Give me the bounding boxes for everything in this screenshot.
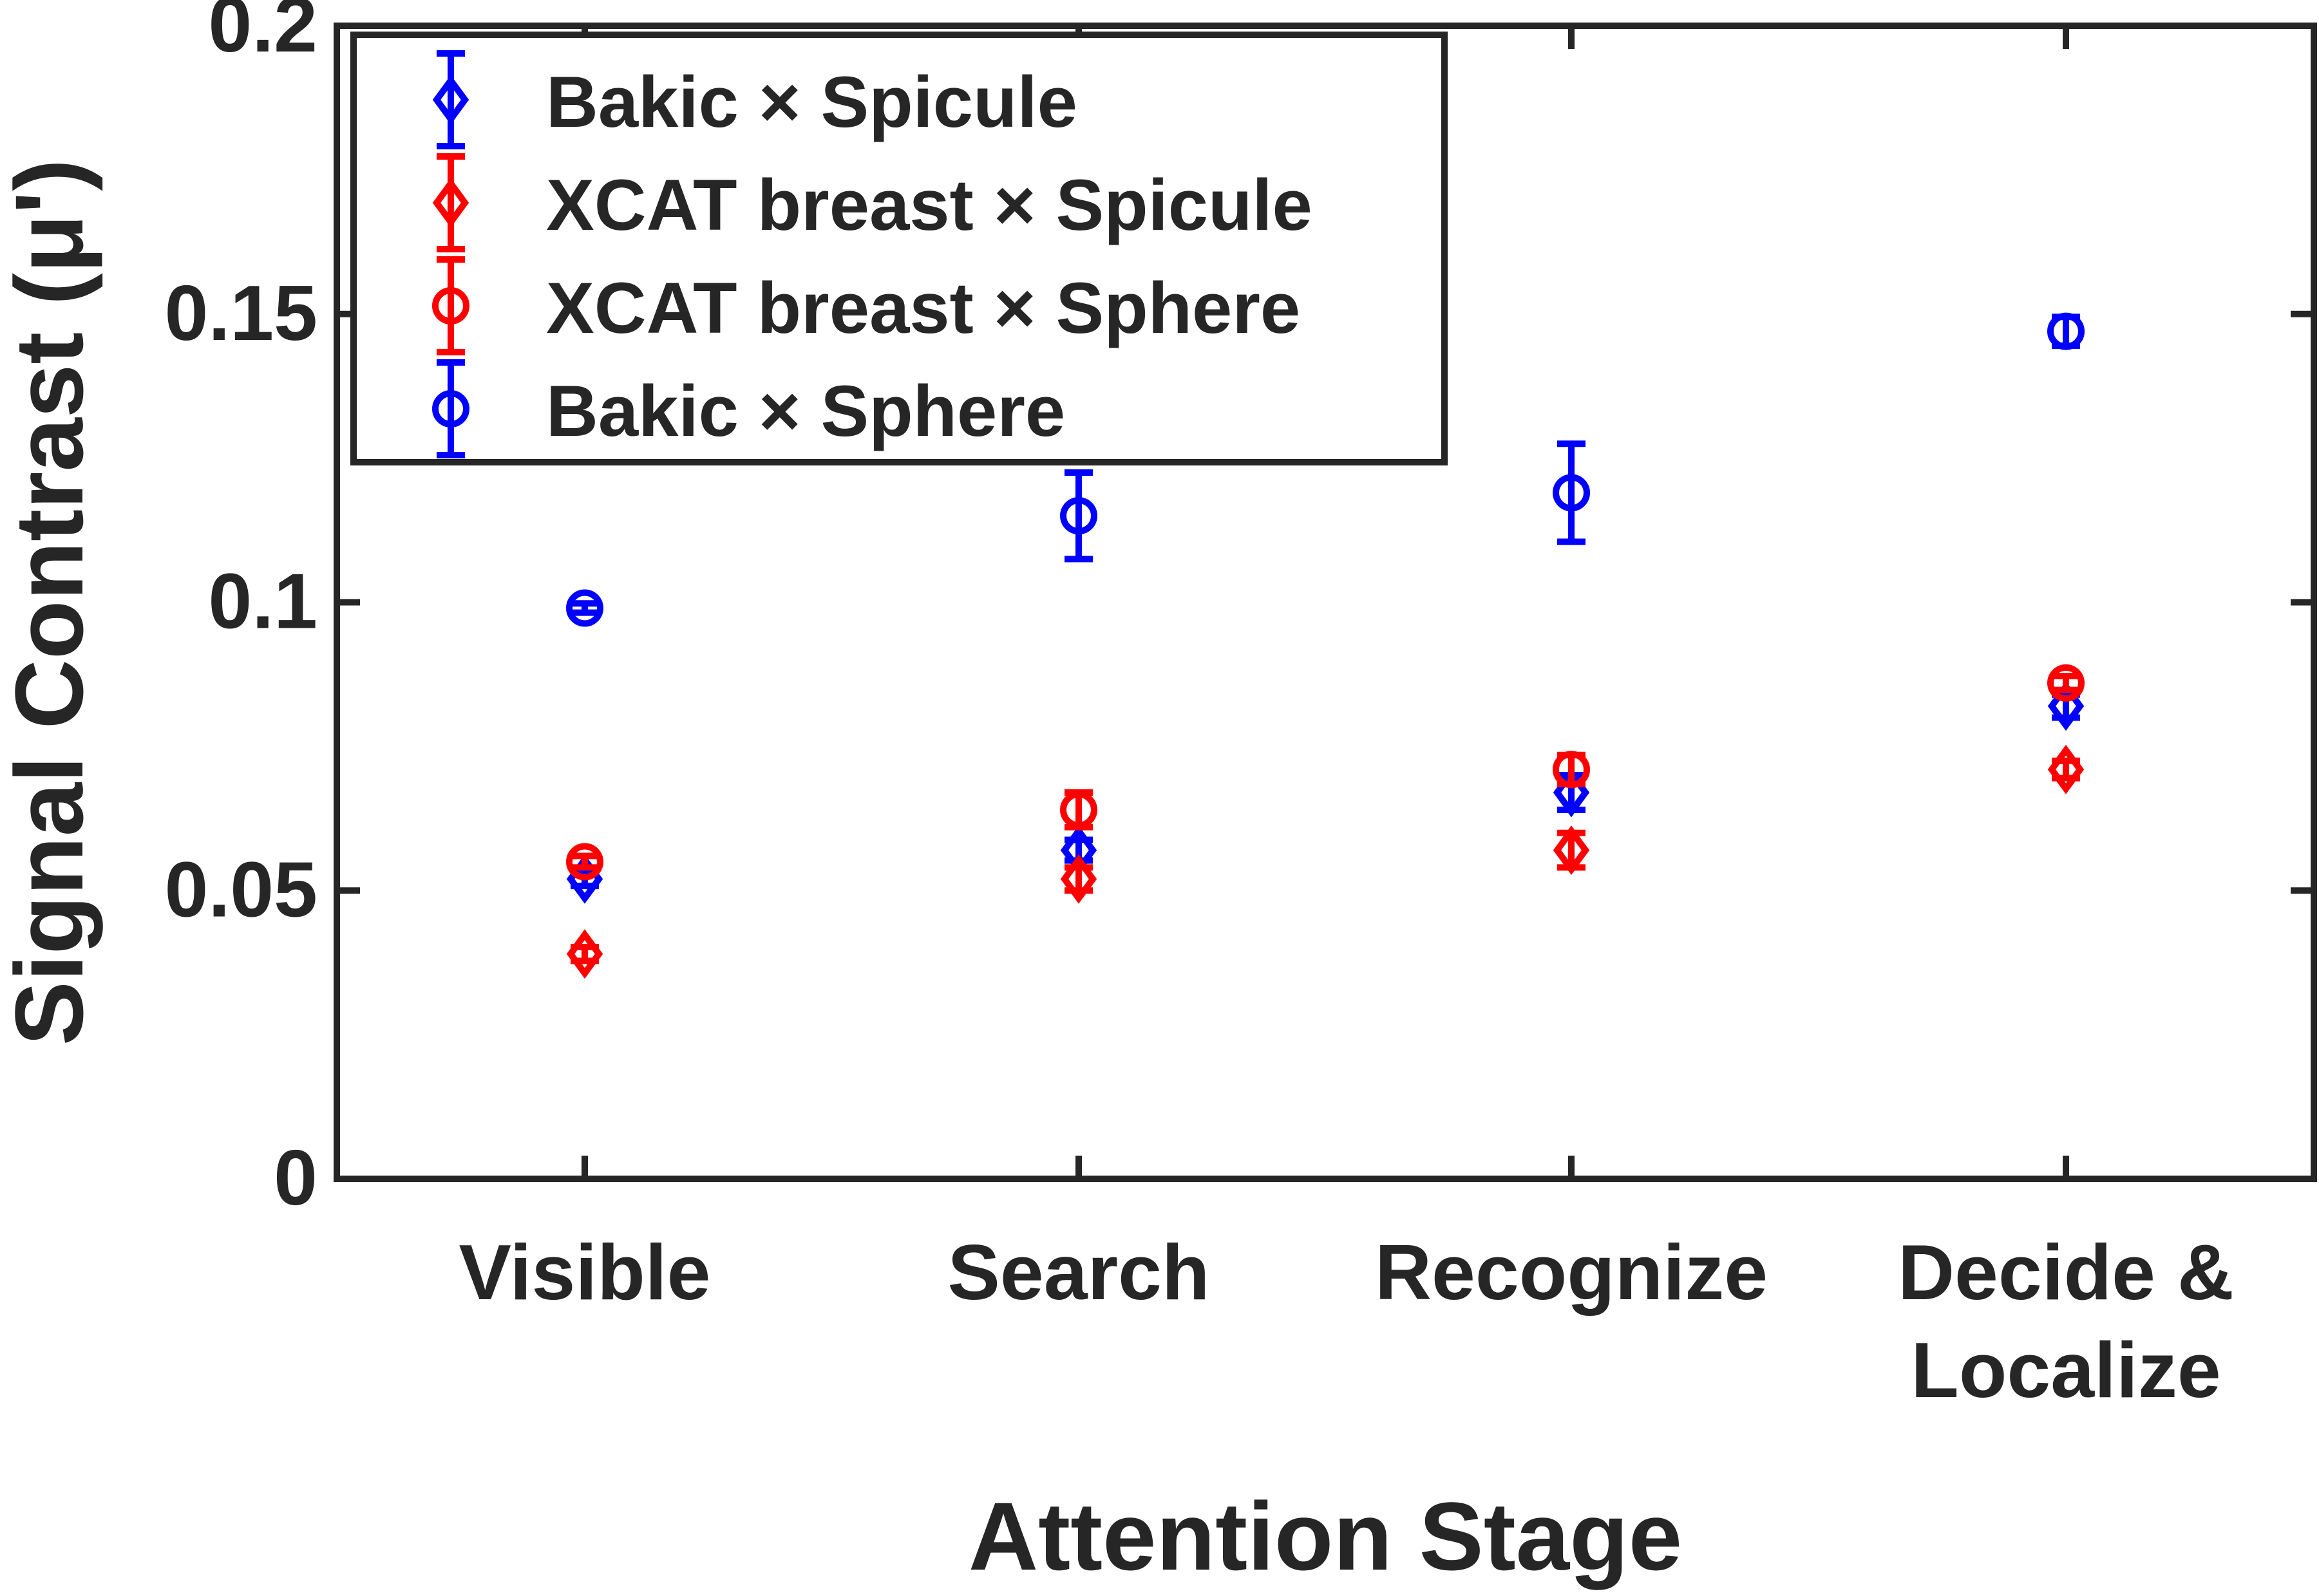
legend-label: Bakic × Spicule	[546, 62, 1077, 142]
error-bar	[1557, 829, 1585, 871]
data-point	[2047, 681, 2085, 731]
series-1	[566, 681, 2085, 904]
error-bar	[571, 852, 599, 871]
legend-entry: Bakic × Sphere	[432, 359, 1065, 458]
legend-error-bar	[437, 256, 465, 355]
x-tick-label-line: Localize	[1911, 1326, 2220, 1414]
error-bar	[571, 600, 599, 616]
data-point	[1553, 474, 1590, 512]
data-point	[1553, 751, 1590, 789]
x-tick-label-line: Search	[948, 1228, 1210, 1316]
legend-marker	[432, 75, 469, 125]
data-point	[2047, 744, 2085, 794]
x-axis-label: Attention Stage	[969, 1482, 1682, 1590]
x-tick-label: Visible	[459, 1228, 710, 1316]
legend-marker	[432, 178, 469, 228]
legend-entry: XCAT breast × Sphere	[432, 256, 1300, 355]
y-tick-label: 0.1	[208, 558, 317, 645]
data-point	[566, 843, 603, 881]
legend-label: Bakic × Sphere	[546, 371, 1065, 451]
x-tick-label: Search	[948, 1228, 1210, 1316]
series-4	[566, 312, 2085, 627]
x-tick-label: Recognize	[1375, 1228, 1768, 1316]
y-tick-label: 0.05	[165, 845, 317, 933]
x-tick-label-line: Decide &	[1898, 1228, 2234, 1316]
y-tick-label: 0	[274, 1134, 317, 1221]
data-point	[1060, 497, 1097, 535]
data-point	[1553, 825, 1590, 876]
y-tick-label: 0.15	[165, 269, 317, 357]
y-tick-label: 0.2	[208, 0, 317, 68]
legend-entry: XCAT breast × Spicule	[432, 153, 1312, 252]
x-tick-label: Decide & Localize	[1898, 1228, 2234, 1414]
x-tick-label-line: Visible	[459, 1228, 710, 1316]
data-point	[566, 929, 603, 979]
plot-area	[566, 312, 2085, 979]
series-3	[566, 664, 2085, 881]
x-tick-label-line: Recognize	[1375, 1228, 1768, 1316]
data-point	[2047, 312, 2085, 350]
legend-error-bar	[437, 50, 465, 149]
legend-label: XCAT breast × Spicule	[546, 165, 1312, 245]
legend-error-bar	[437, 153, 465, 252]
error-bar	[1065, 469, 1093, 563]
error-bar	[2052, 673, 2080, 693]
legend-marker	[432, 287, 469, 324]
error-bar	[1557, 440, 1585, 545]
legend-box	[350, 32, 1448, 465]
legend-error-bar	[437, 359, 465, 458]
y-axis-label: Signal Contrast (μ')	[0, 159, 103, 1046]
series-2	[566, 744, 2085, 979]
data-point	[1060, 854, 1097, 904]
data-point	[2047, 664, 2085, 702]
legend-label: XCAT breast × Sphere	[546, 268, 1300, 348]
legend-marker	[432, 390, 469, 427]
data-point	[566, 589, 603, 627]
data-point	[1060, 791, 1097, 829]
legend-entry: Bakic × Spicule	[432, 50, 1077, 149]
